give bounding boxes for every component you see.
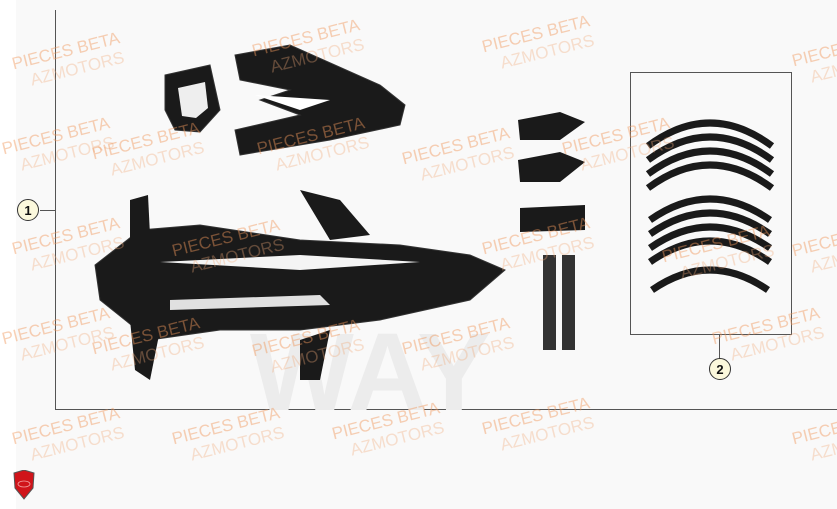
group-frame-bottom	[55, 409, 837, 410]
page-margin	[0, 0, 16, 509]
front-fender-decal[interactable]	[234, 44, 406, 156]
callout-1-leader	[40, 210, 55, 211]
azmotors-shield-logo	[13, 470, 35, 500]
callout-2-leader	[719, 334, 720, 359]
callout-2[interactable]: 2	[709, 358, 731, 380]
rim-stickers[interactable]	[645, 119, 775, 293]
front-number-plate-decal[interactable]	[164, 64, 221, 133]
group-frame-left	[55, 10, 56, 410]
rim-box-frame	[630, 72, 792, 335]
side-panel-decal[interactable]	[94, 190, 506, 380]
callout-1[interactable]: 1	[17, 199, 39, 221]
ghost-logo: WAY	[250, 311, 490, 434]
fork-guard-decals[interactable]	[518, 112, 585, 350]
